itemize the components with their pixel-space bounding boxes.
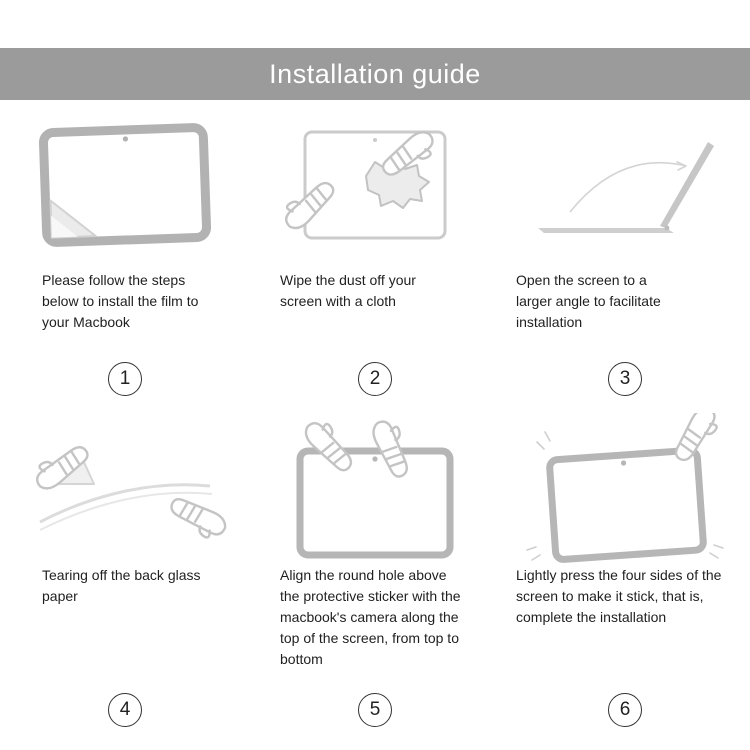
step-2: Wipe the dust off your screen with a clo… xyxy=(250,100,500,410)
hand-pressing-screen-edges-icon xyxy=(526,412,725,563)
step-1: Please follow the steps below to install… xyxy=(0,100,250,410)
step-3-caption: Open the screen to a larger angle to fac… xyxy=(516,272,661,330)
hands-wiping-screen-with-cloth-icon xyxy=(277,126,447,240)
step-3: Open the screen to a larger angle to fac… xyxy=(500,100,750,410)
step-5-number: 5 xyxy=(358,693,392,727)
camera-dot xyxy=(373,138,377,142)
press-motion-marks xyxy=(526,430,724,561)
hands-aligning-film-to-camera-icon xyxy=(296,414,454,558)
step-6: Lightly press the four sides of the scre… xyxy=(500,410,750,741)
page-title: Installation guide xyxy=(269,58,481,89)
camera-dot xyxy=(372,455,378,462)
step-3-number: 3 xyxy=(608,362,642,396)
step-4-number: 4 xyxy=(108,693,142,727)
step-2-caption: Wipe the dust off your screen with a clo… xyxy=(280,272,416,309)
step-5: Align the round hole above the protectiv… xyxy=(250,410,500,741)
step-6-number: 6 xyxy=(608,693,642,727)
laptop-opened-wide-angle-icon xyxy=(538,142,714,233)
screen-with-peeling-film-icon xyxy=(38,123,212,247)
steps-row-1: Please follow the steps below to install… xyxy=(0,100,750,410)
backing-paper-edge xyxy=(39,482,211,523)
step-1-number: 1 xyxy=(108,362,142,396)
header-bar: Installation guide xyxy=(0,48,750,100)
camera-dot xyxy=(620,459,627,466)
laptop-base xyxy=(538,228,674,233)
step-5-caption: Align the round hole above the protectiv… xyxy=(280,567,461,667)
step-2-number: 2 xyxy=(358,362,392,396)
step-6-caption: Lightly press the four sides of the scre… xyxy=(516,567,722,625)
steps-row-2: Tearing off the back glass paper 4 Align… xyxy=(0,410,750,741)
step-4-caption: Tearing off the back glass paper xyxy=(42,567,201,604)
opening-arc-arrow xyxy=(569,162,687,213)
hand-icon xyxy=(165,487,230,545)
hands-tearing-backing-paper-icon xyxy=(29,440,230,545)
camera-dot xyxy=(122,136,128,142)
step-4: Tearing off the back glass paper 4 xyxy=(0,410,250,741)
laptop-screen xyxy=(660,142,714,228)
step-1-caption: Please follow the steps below to install… xyxy=(42,272,199,330)
